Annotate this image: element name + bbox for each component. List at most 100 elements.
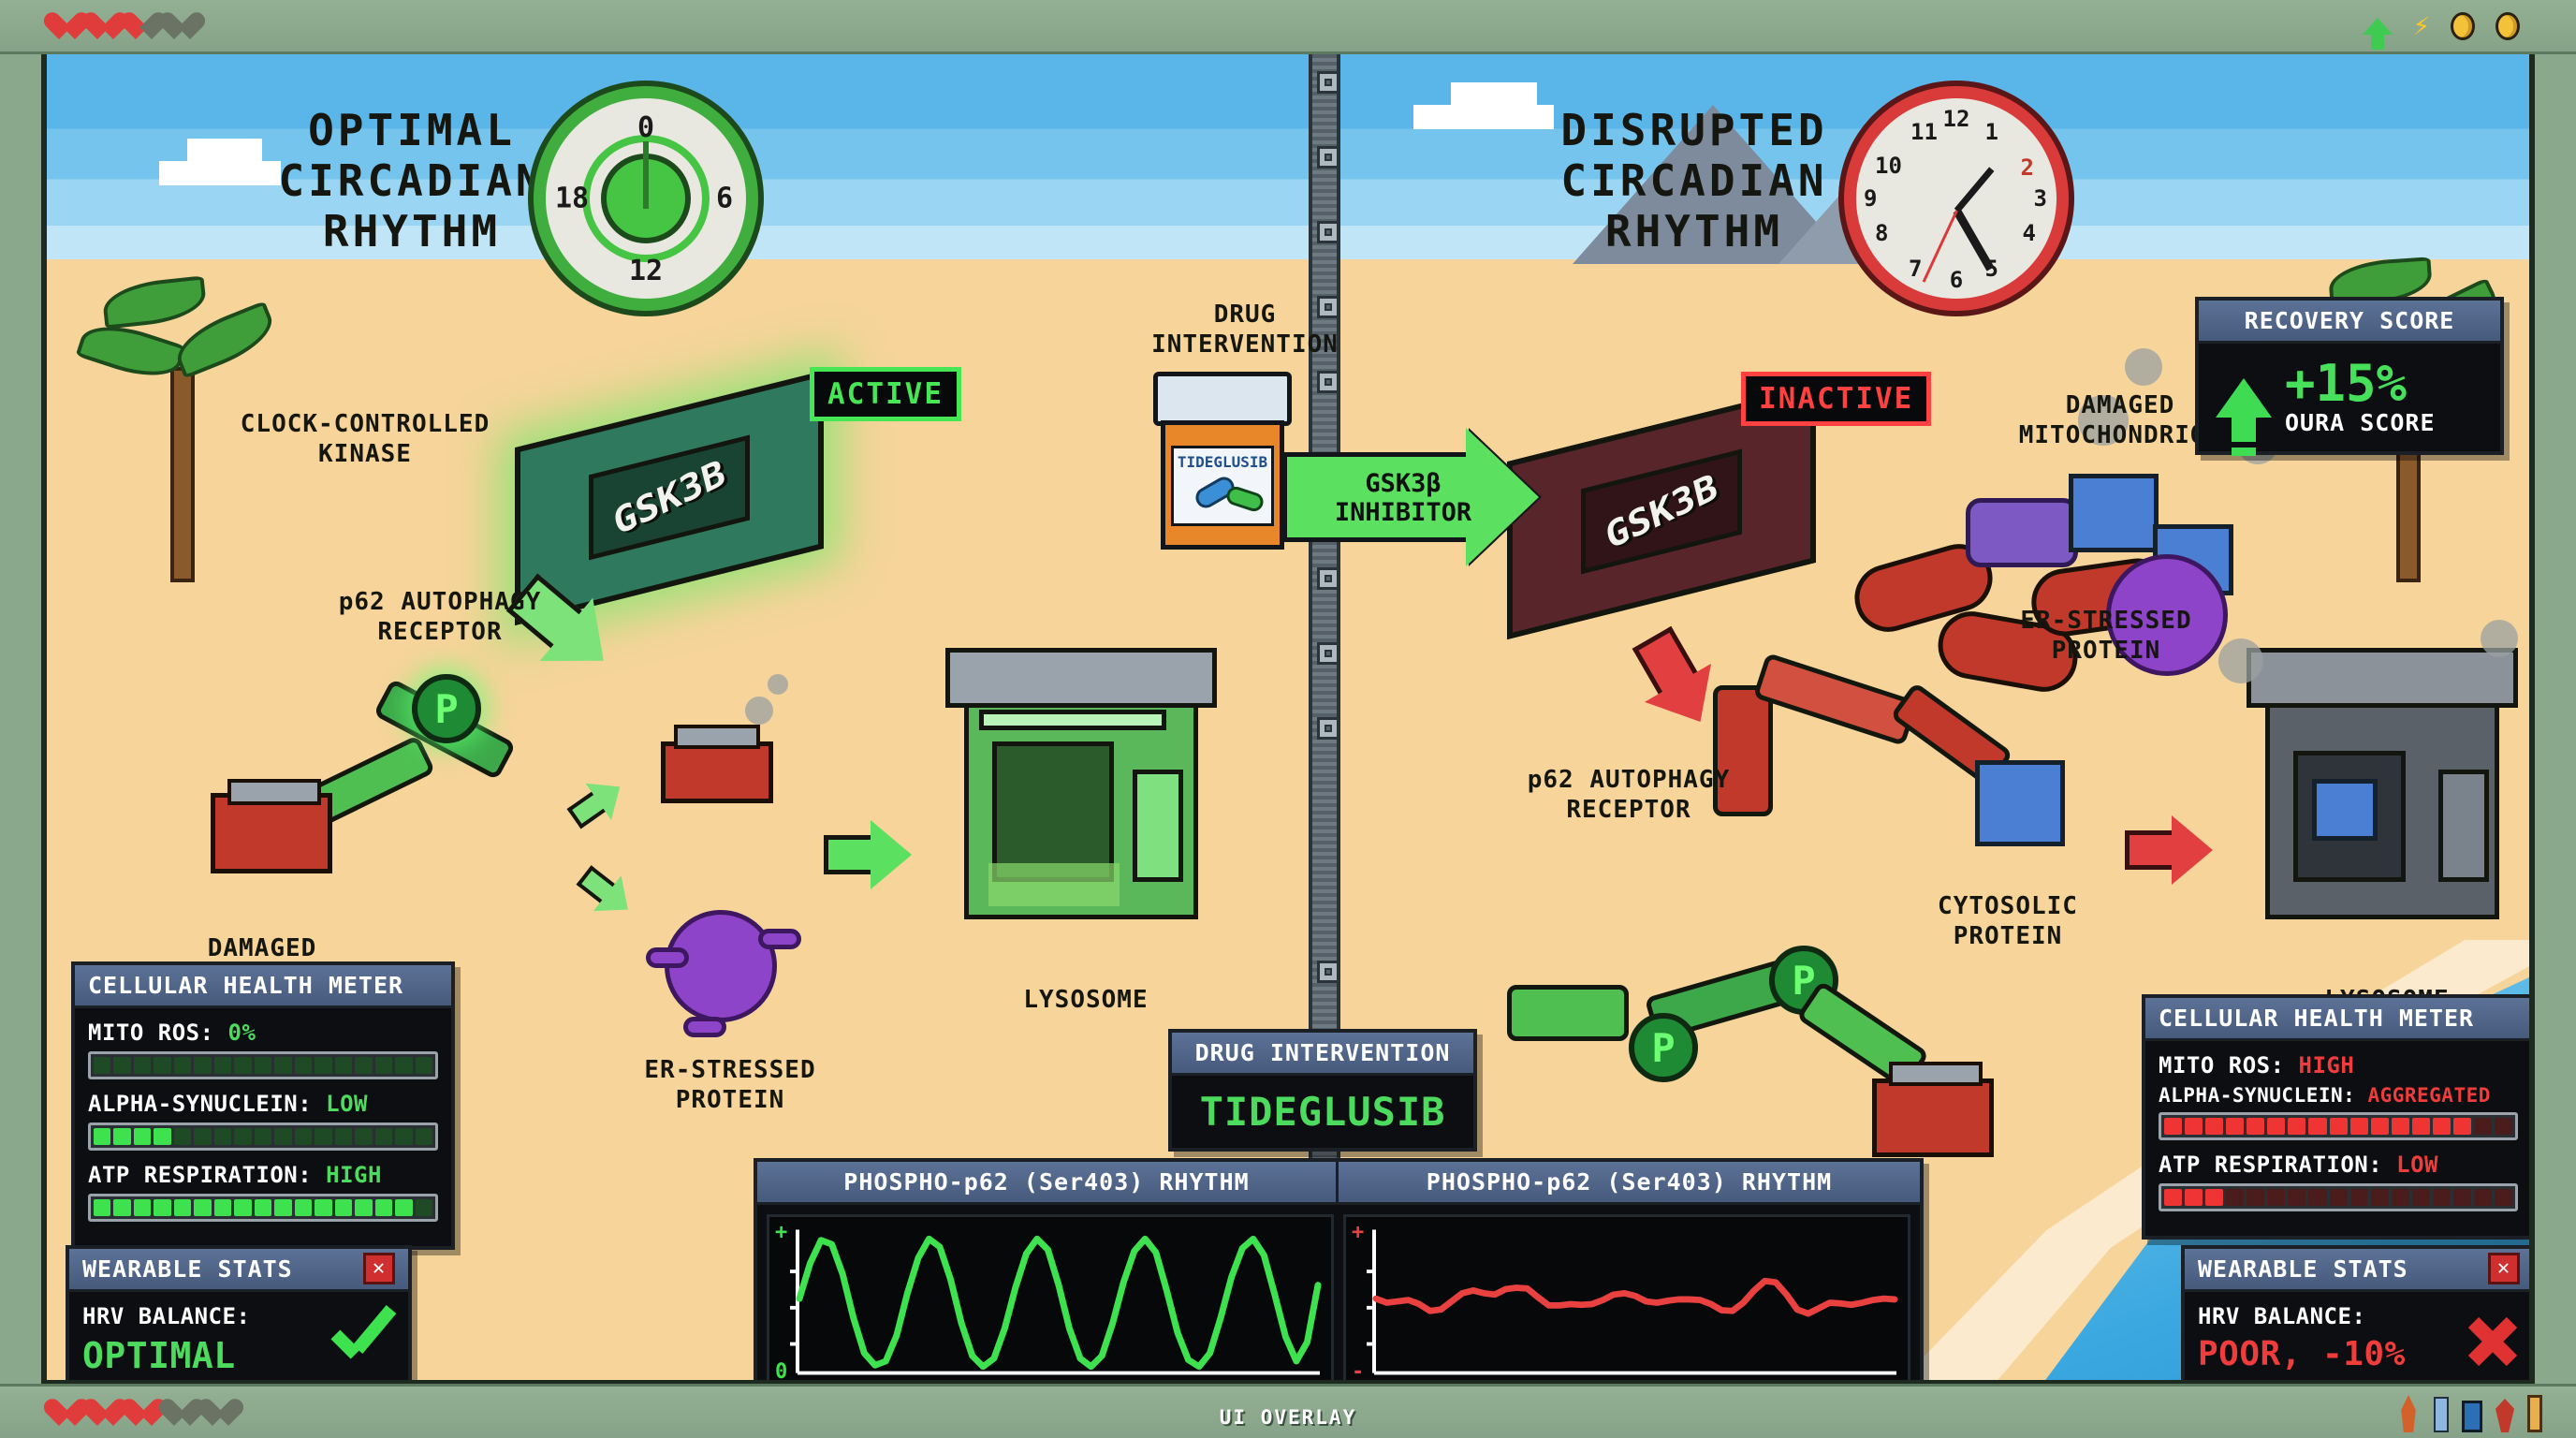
meter-segment (173, 1199, 192, 1216)
label-line: CLOCK-CONTROLLED (240, 410, 490, 438)
gsk3b-inhibitor-arrow: GSK3β INHIBITOR (1282, 428, 1554, 568)
stat-value: AGGREGATED (2367, 1084, 2491, 1107)
top-health-hearts (58, 11, 205, 40)
meter-segment (2288, 1118, 2306, 1135)
green-arrow-to-lysosome (824, 820, 912, 889)
label-line: RECEPTOR (1566, 796, 1691, 824)
clock-number: 11 (1910, 119, 1938, 145)
label-line: ER-STRESSED (2020, 607, 2192, 635)
bottom-hud-bar: UI OVERLAY (0, 1384, 2576, 1438)
pill-bottle-icon[interactable]: TIDEGLUSIB (1153, 372, 1292, 550)
wearable-stats-left: WEARABLE STATS ✕ HRV BALANCE: OPTIMAL (66, 1245, 412, 1380)
heart-empty-icon (173, 11, 205, 40)
meter-segment (113, 1128, 131, 1145)
damaged-mitochondrion-label-right: DAMAGED MITOCHONDRION (1947, 390, 2293, 450)
meter-segment (415, 1199, 432, 1216)
meter-segment (113, 1057, 131, 1074)
lysosome-optimal[interactable] (945, 629, 1245, 985)
protein-cube-icon (2069, 474, 2159, 552)
status-badge-active: ACTIVE (810, 367, 961, 421)
rhythm-charts-panel: PHOSPHO-p62 (Ser403) RHYTHM PHOSPHO-p62 … (754, 1158, 1924, 1380)
lysosome-label-left: LYSOSOME (1023, 986, 1149, 1014)
meter-segment (2349, 1118, 2368, 1135)
stat-row: ALPHA-SYNUCLEIN: AGGREGATED (2159, 1084, 2518, 1107)
coin-icon[interactable] (2451, 11, 2475, 40)
meter-segment (2308, 1189, 2327, 1206)
meter-segment (154, 1057, 171, 1074)
stat-bar-alpha-synuclein (2159, 1112, 2518, 1140)
title-line: DISRUPTED (1560, 105, 1828, 155)
panel-title: DRUG INTERVENTION (1172, 1033, 1473, 1076)
firework-icon[interactable] (2496, 1399, 2514, 1432)
y-axis-top-tick: + (775, 1221, 788, 1244)
bottle-body: TIDEGLUSIB (1161, 420, 1284, 550)
lysosome-disrupted[interactable] (2218, 620, 2529, 985)
drug-name-value: TIDEGLUSIB (1199, 1089, 1446, 1135)
damaged-organelle-cluster (1846, 348, 2340, 713)
label-line: PROTEIN (1953, 922, 2063, 950)
cytosolic-protein-label: CYTOSOLIC PROTEIN (1853, 891, 2162, 951)
pill-icon (1223, 484, 1266, 514)
meter-segment (194, 1199, 212, 1216)
panel-title: CELLULAR HEALTH METER (75, 965, 451, 1008)
meter-segment (2226, 1118, 2245, 1135)
meter-segment (133, 1057, 152, 1074)
meter-segment (234, 1199, 252, 1216)
meter-segment (334, 1057, 353, 1074)
misfolded-protein-icon (1966, 498, 2078, 567)
clock-number: 4 (2022, 220, 2036, 246)
drug-intervention-label: DRUG INTERVENTION (1105, 300, 1385, 360)
cellular-health-meter-left: CELLULAR HEALTH METER MITO ROS: 0% ALPHA… (71, 961, 455, 1250)
clock-number: 12 (628, 255, 664, 287)
chart-disrupted-rhythm: + - (1343, 1214, 1910, 1380)
arrow-up-icon[interactable] (2362, 17, 2393, 50)
stat-value: HIGH (2298, 1052, 2355, 1078)
meter-segment (234, 1057, 252, 1074)
clock-number: 3 (2033, 185, 2047, 212)
label-line: GSK3β (1365, 469, 1442, 498)
clock-number: 2 (2020, 154, 2034, 181)
meter-segment (2473, 1118, 2492, 1135)
meter-segment (355, 1199, 373, 1216)
heart-empty-icon (212, 1398, 243, 1427)
meter-segment (374, 1128, 393, 1145)
status-badge-inactive: INACTIVE (1741, 372, 1932, 426)
clock-number: 0 (637, 111, 655, 144)
arrow-up-icon (2216, 377, 2272, 456)
clock-number: 18 (555, 182, 590, 215)
meter-segment (374, 1057, 393, 1074)
meter-segment (2329, 1118, 2348, 1135)
meter-segment (213, 1128, 232, 1145)
meter-segment (2185, 1189, 2203, 1206)
meter-segment (194, 1128, 212, 1145)
potion-icon[interactable] (2434, 1397, 2449, 1432)
meter-segment (315, 1199, 332, 1216)
meter-segment (2432, 1189, 2451, 1206)
bottle-label-text: TIDEGLUSIB (1177, 453, 1268, 471)
clock-controlled-kinase-label: CLOCK-CONTROLLED KINASE (168, 409, 562, 469)
close-icon[interactable]: ✕ (2488, 1253, 2520, 1284)
meter-segment (334, 1128, 353, 1145)
close-icon[interactable]: ✕ (363, 1253, 395, 1284)
recovery-score-panel: RECOVERY SCORE +15% OURA SCORE (2195, 297, 2504, 456)
coin-icon[interactable] (2496, 11, 2520, 40)
flame-icon[interactable] (2401, 1395, 2416, 1432)
bottle-icon[interactable] (2462, 1401, 2482, 1432)
lightning-icon[interactable]: ⚡ (2412, 8, 2430, 42)
stat-label: ATP RESPIRATION: (88, 1162, 313, 1188)
recovery-score-title: RECOVERY SCORE (2199, 301, 2500, 344)
label-line: PROTEIN (675, 1086, 785, 1114)
meter-segment (173, 1057, 192, 1074)
stat-value: LOW (2396, 1152, 2438, 1178)
meter-segment (154, 1128, 171, 1145)
torch-icon[interactable] (2527, 1395, 2542, 1432)
meter-segment (133, 1199, 152, 1216)
meter-segment (274, 1128, 292, 1145)
meter-segment (2205, 1189, 2224, 1206)
bottle-label: TIDEGLUSIB (1171, 446, 1274, 526)
p62-autophagy-receptor-label: p62 AUTOPHAGY RECEPTOR (281, 587, 599, 647)
meter-segment (2411, 1118, 2430, 1135)
meter-segment (213, 1199, 232, 1216)
damaged-mitochondrion-cargo (655, 674, 788, 807)
meter-segment (94, 1128, 111, 1145)
